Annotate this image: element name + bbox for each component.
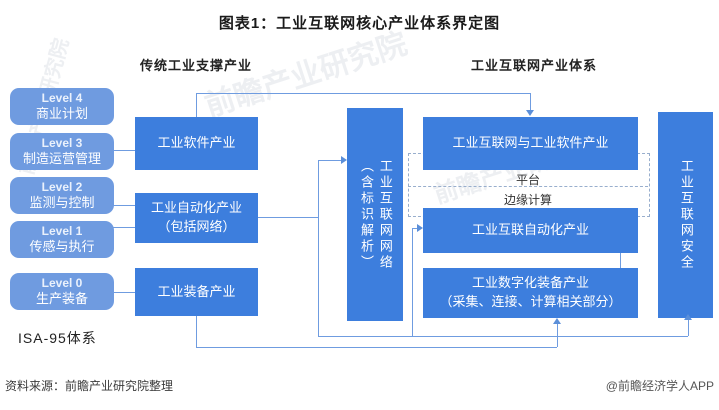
box-industrial-software-label: 工业软件产业 — [157, 135, 236, 151]
box-internet-automation: 工业互联自动化产业 — [423, 208, 638, 253]
box-internet-and-software: 工业互联网与工业软件产业 — [423, 117, 638, 170]
connector-line — [688, 320, 689, 336]
arrow-up-icon — [553, 318, 561, 324]
connector-line — [530, 93, 531, 113]
connector-line — [318, 336, 688, 337]
box-digital-equipment-label: 工业数字化装备产业 — [471, 275, 589, 291]
edge-computing-zone-label: 边缘计算 — [503, 193, 552, 207]
box-industrial-internet-network: 工业互联网网络 （含标识解析） — [347, 108, 403, 321]
level-0-code: Level 0 — [41, 275, 83, 290]
connector-line — [620, 253, 621, 268]
arrow-down-icon — [526, 110, 534, 116]
level-3-code: Level 3 — [41, 135, 83, 150]
level-1-code: Level 1 — [41, 223, 83, 238]
arrow-right-icon — [341, 156, 347, 164]
level-0-label: 生产装备 — [35, 290, 88, 306]
source-note: 资料来源：前瞻产业研究院整理 — [5, 379, 174, 393]
connector-line — [557, 324, 558, 347]
connector-line — [196, 93, 530, 94]
connector-line — [113, 292, 135, 293]
connector-line — [196, 93, 197, 117]
level-4-code: Level 4 — [41, 90, 83, 105]
network-box-line1: 工业互联网网络 — [377, 158, 393, 271]
connector-line — [258, 217, 318, 218]
level-2-label: 监测与控制 — [29, 194, 95, 210]
box-industrial-equipment-label: 工业装备产业 — [157, 283, 236, 299]
connector-line — [318, 160, 319, 336]
connector-line — [318, 160, 342, 161]
security-box-label: 工业互联网安全 — [678, 159, 694, 271]
box-digital-equipment: 工业数字化装备产业 （采集、连接、计算相关部分） — [423, 268, 638, 318]
connector-line — [113, 227, 135, 228]
network-box-line2: （含标识解析） — [359, 158, 374, 271]
level-1-label: 传感与执行 — [29, 238, 95, 254]
box-industrial-software: 工业软件产业 — [135, 117, 258, 170]
level-box-3: Level 3 制造运营管理 — [10, 133, 114, 170]
box-industrial-equipment: 工业装备产业 — [135, 268, 258, 316]
isa-95-label: ISA-95体系 — [18, 330, 97, 346]
credit-note: @前瞻经济学人APP — [605, 379, 714, 393]
connector-line — [196, 347, 557, 348]
box-internet-automation-label: 工业互联自动化产业 — [471, 222, 589, 238]
box-digital-equipment-sub: （采集、连接、计算相关部分） — [439, 294, 622, 309]
header-industrial-internet: 工业互联网产业体系 — [470, 58, 597, 73]
level-box-4: Level 4 商业计划 — [10, 88, 114, 125]
dashed-zone-divider — [408, 186, 648, 187]
header-traditional-industry: 传统工业支撑产业 — [139, 58, 252, 73]
arrow-up-icon — [684, 314, 692, 320]
level-box-0: Level 0 生产装备 — [10, 273, 114, 310]
level-box-1: Level 1 传感与执行 — [10, 221, 114, 258]
page-title: 图表1：工业互联网核心产业体系界定图 — [218, 15, 501, 32]
box-internet-and-software-label: 工业互联网与工业软件产业 — [452, 135, 609, 151]
level-2-code: Level 2 — [41, 179, 83, 194]
box-industrial-automation-sub: （包括网络） — [157, 219, 236, 234]
connector-line — [412, 228, 418, 229]
platform-zone-label: 平台 — [515, 173, 540, 187]
connector-line — [113, 150, 135, 151]
box-industrial-internet-security: 工业互联网安全 — [658, 112, 713, 318]
box-industrial-automation-label: 工业自动化产业 — [150, 200, 242, 216]
level-4-label: 商业计划 — [35, 105, 88, 121]
level-3-label: 制造运营管理 — [22, 150, 101, 166]
connector-line — [113, 205, 135, 206]
connector-line — [412, 228, 413, 336]
box-industrial-automation: 工业自动化产业 （包括网络） — [135, 193, 258, 243]
level-box-2: Level 2 监测与控制 — [10, 177, 114, 214]
connector-line — [196, 316, 197, 347]
arrow-right-icon — [417, 224, 423, 232]
